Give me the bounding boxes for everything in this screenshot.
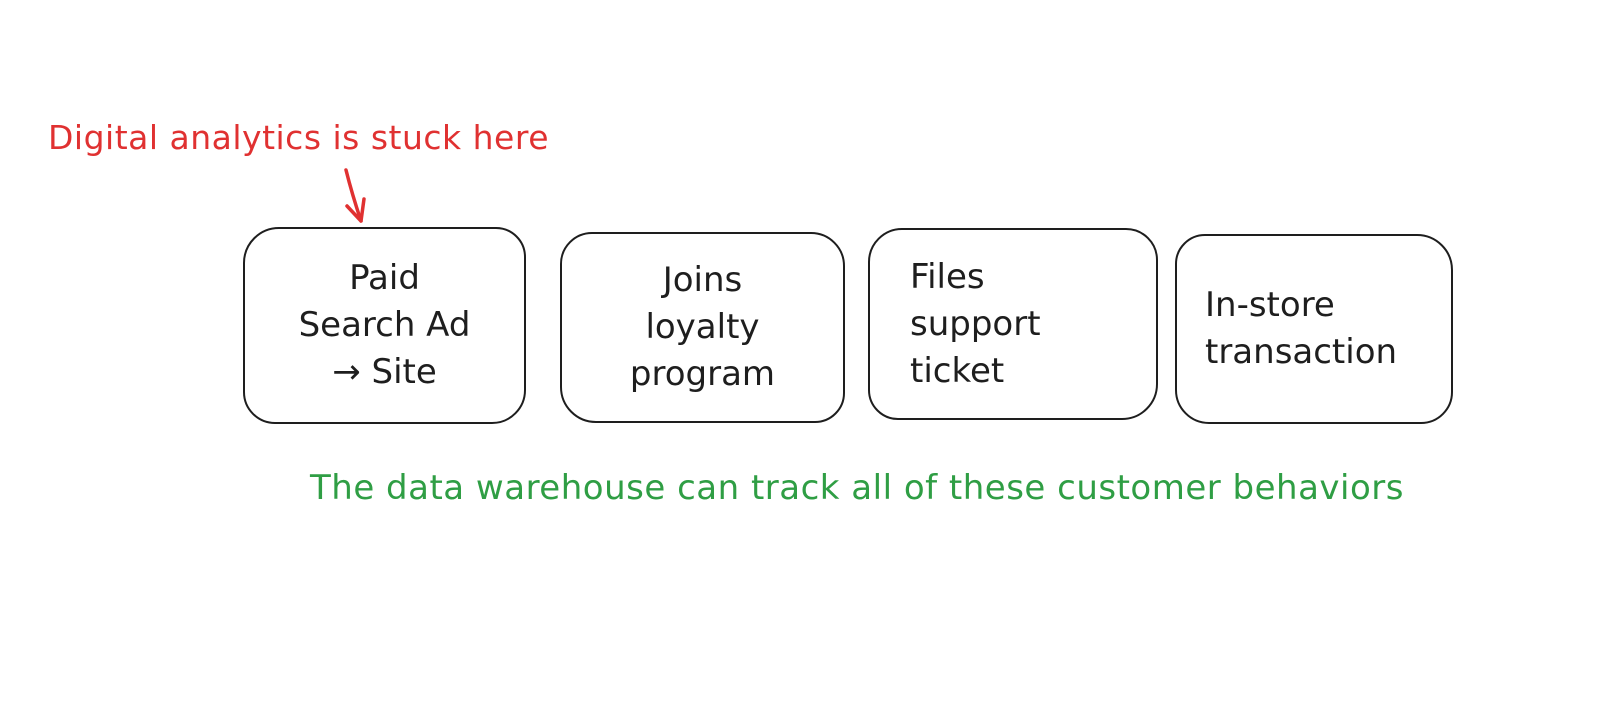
box-paid-search-ad: Paid Search Ad → Site (243, 227, 526, 424)
box-line: Joins (662, 260, 743, 300)
box-line: support (910, 303, 1041, 344)
box-files-support-ticket: Files support ticket (868, 228, 1158, 420)
box-line: In-store (1205, 285, 1335, 325)
box-line: Files (910, 256, 985, 297)
box-line: → Site (332, 352, 437, 392)
annotation-text: Digital analytics is stuck here (48, 118, 550, 157)
box-line: Search Ad (298, 305, 471, 345)
arrow-down-icon (344, 168, 366, 223)
box-joins-loyalty-program: Joins loyalty program (560, 232, 845, 423)
box-line: transaction (1205, 332, 1398, 372)
box-line: Paid (349, 258, 420, 298)
box-line: ticket (910, 350, 1005, 391)
box-in-store-transaction: In-store transaction (1175, 234, 1453, 424)
caption-text: The data warehouse can track all of thes… (310, 468, 1404, 508)
box-line: loyalty (645, 307, 760, 347)
box-line: program (629, 354, 776, 394)
